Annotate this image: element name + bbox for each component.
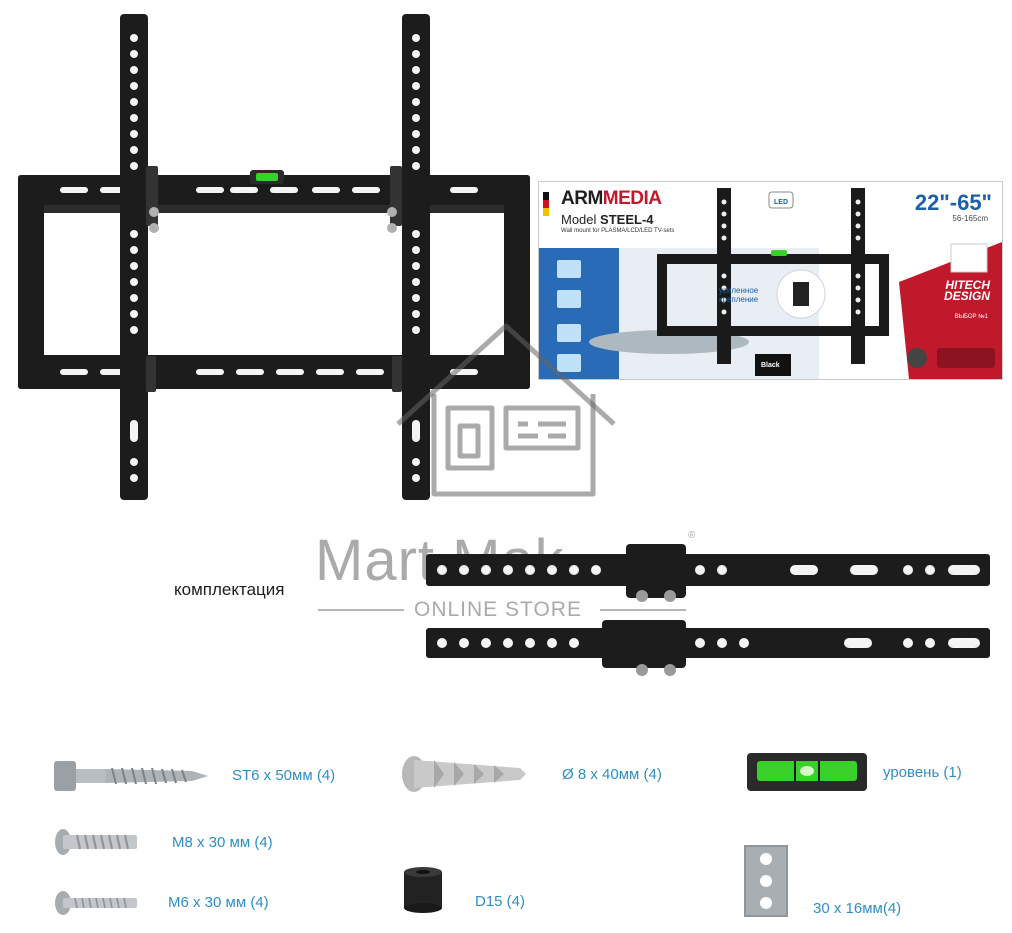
wall-dowel-image [400, 752, 528, 796]
box-size-cm: 56-165cm [952, 214, 988, 223]
svg-text:LED: LED [774, 199, 788, 206]
m6-bolt-image [53, 888, 139, 918]
box-size: 22"-65" [914, 190, 992, 215]
watermark-registered: ® [688, 530, 696, 541]
box-model: Model STEEL-4 [561, 212, 654, 227]
part-label-level: уровень (1) [883, 764, 962, 781]
m8-bolt-image [53, 826, 139, 858]
part-label-dowel: Ø 8 x 40мм (4) [562, 766, 662, 783]
watermark-rule-right [600, 609, 686, 611]
box-subtitle: Wall mount for PLASMA/LCD/LED TV-sets [561, 228, 675, 234]
kit-label: комплектация [174, 580, 285, 599]
bubble-level-image [747, 753, 867, 791]
spacer-image [402, 866, 444, 914]
watermark-rule-left [318, 609, 404, 611]
watermark-subtitle: ONLINE STORE [414, 598, 582, 621]
product-box: LED ARMMEDIA Model STEEL-4 Wall mount fo… [538, 181, 1003, 380]
part-label-m8: M8 x 30 мм (4) [172, 834, 273, 851]
box-color: Black [761, 362, 780, 369]
washer-plate-image [744, 845, 788, 917]
lag-screw-image [52, 757, 210, 795]
tv-mount-bracket [0, 0, 540, 510]
part-label-st6: ST6 x 50мм (4) [232, 767, 336, 784]
box-choice: ВЫБОР №1 [954, 314, 988, 320]
part-label-m6: M6 x 30 мм (4) [168, 894, 269, 911]
part-label-d15: D15 (4) [475, 893, 526, 910]
mount-arms-pair [420, 540, 995, 685]
watermark-house-icon [388, 316, 628, 516]
box-artwork: LED [539, 188, 1002, 379]
box-brand: ARMMEDIA [561, 188, 662, 209]
part-label-plate: 30 x 16мм(4) [813, 900, 902, 917]
